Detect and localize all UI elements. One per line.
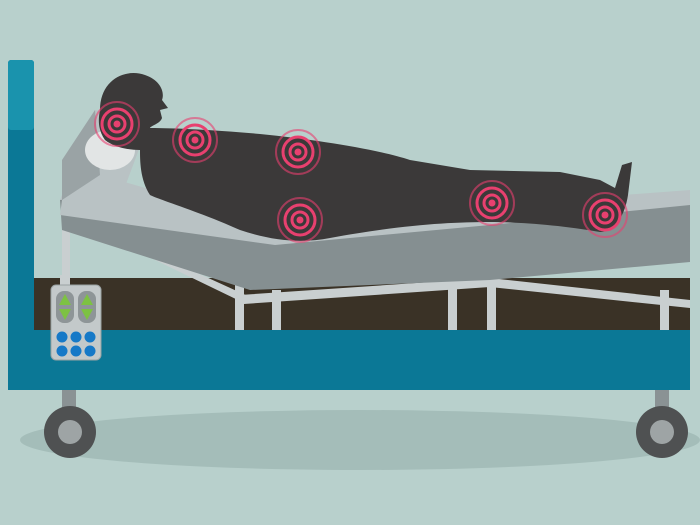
remote-button[interactable] [70, 331, 82, 343]
arrow-up-icon [81, 294, 93, 305]
remote-button[interactable] [70, 345, 82, 357]
arrow-down-icon [59, 309, 71, 320]
pain-marker-shoulder [172, 117, 218, 163]
remote-button[interactable] [56, 331, 68, 343]
floor-shadow [20, 410, 700, 470]
arrow-up-icon [59, 294, 71, 305]
remote-button[interactable] [84, 345, 96, 357]
remote-button-up-down-right[interactable] [78, 291, 96, 323]
pain-marker-hip [277, 197, 323, 243]
wheel-left [44, 385, 96, 458]
remote-button-up-down-left[interactable] [56, 291, 74, 323]
bed-base [30, 278, 690, 333]
pain-marker-head [94, 101, 140, 147]
headboard [8, 60, 34, 390]
arrow-down-icon [81, 309, 93, 320]
pain-marker-knee [469, 180, 515, 226]
wheel-right [636, 385, 688, 458]
pain-marker-chest [275, 129, 321, 175]
remote-button[interactable] [56, 345, 68, 357]
bed-rail [8, 330, 690, 390]
remote-button[interactable] [84, 331, 96, 343]
pain-markers [94, 101, 628, 243]
headboard-top [8, 60, 34, 130]
bed-remote[interactable] [50, 275, 102, 361]
pain-marker-ankle [582, 192, 628, 238]
